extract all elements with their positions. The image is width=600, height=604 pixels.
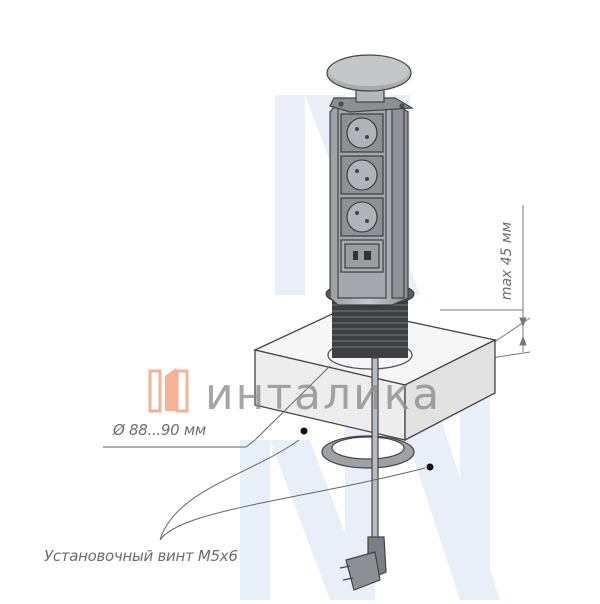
brand-logo-icon [148,368,189,413]
mounting-screws [300,427,434,471]
usb-module [340,239,384,273]
clamping-ring [321,435,415,469]
socket-outlets [340,113,384,237]
diameter-label: Ø 88...90 мм [113,421,206,439]
max-height-label: max 45 мм [499,221,515,301]
power-cord [339,357,387,591]
leader-lines [103,365,426,541]
brand-watermark-text: инталика [205,369,442,420]
mounting-screw-label: Установочный винт M5x6 [44,547,238,565]
